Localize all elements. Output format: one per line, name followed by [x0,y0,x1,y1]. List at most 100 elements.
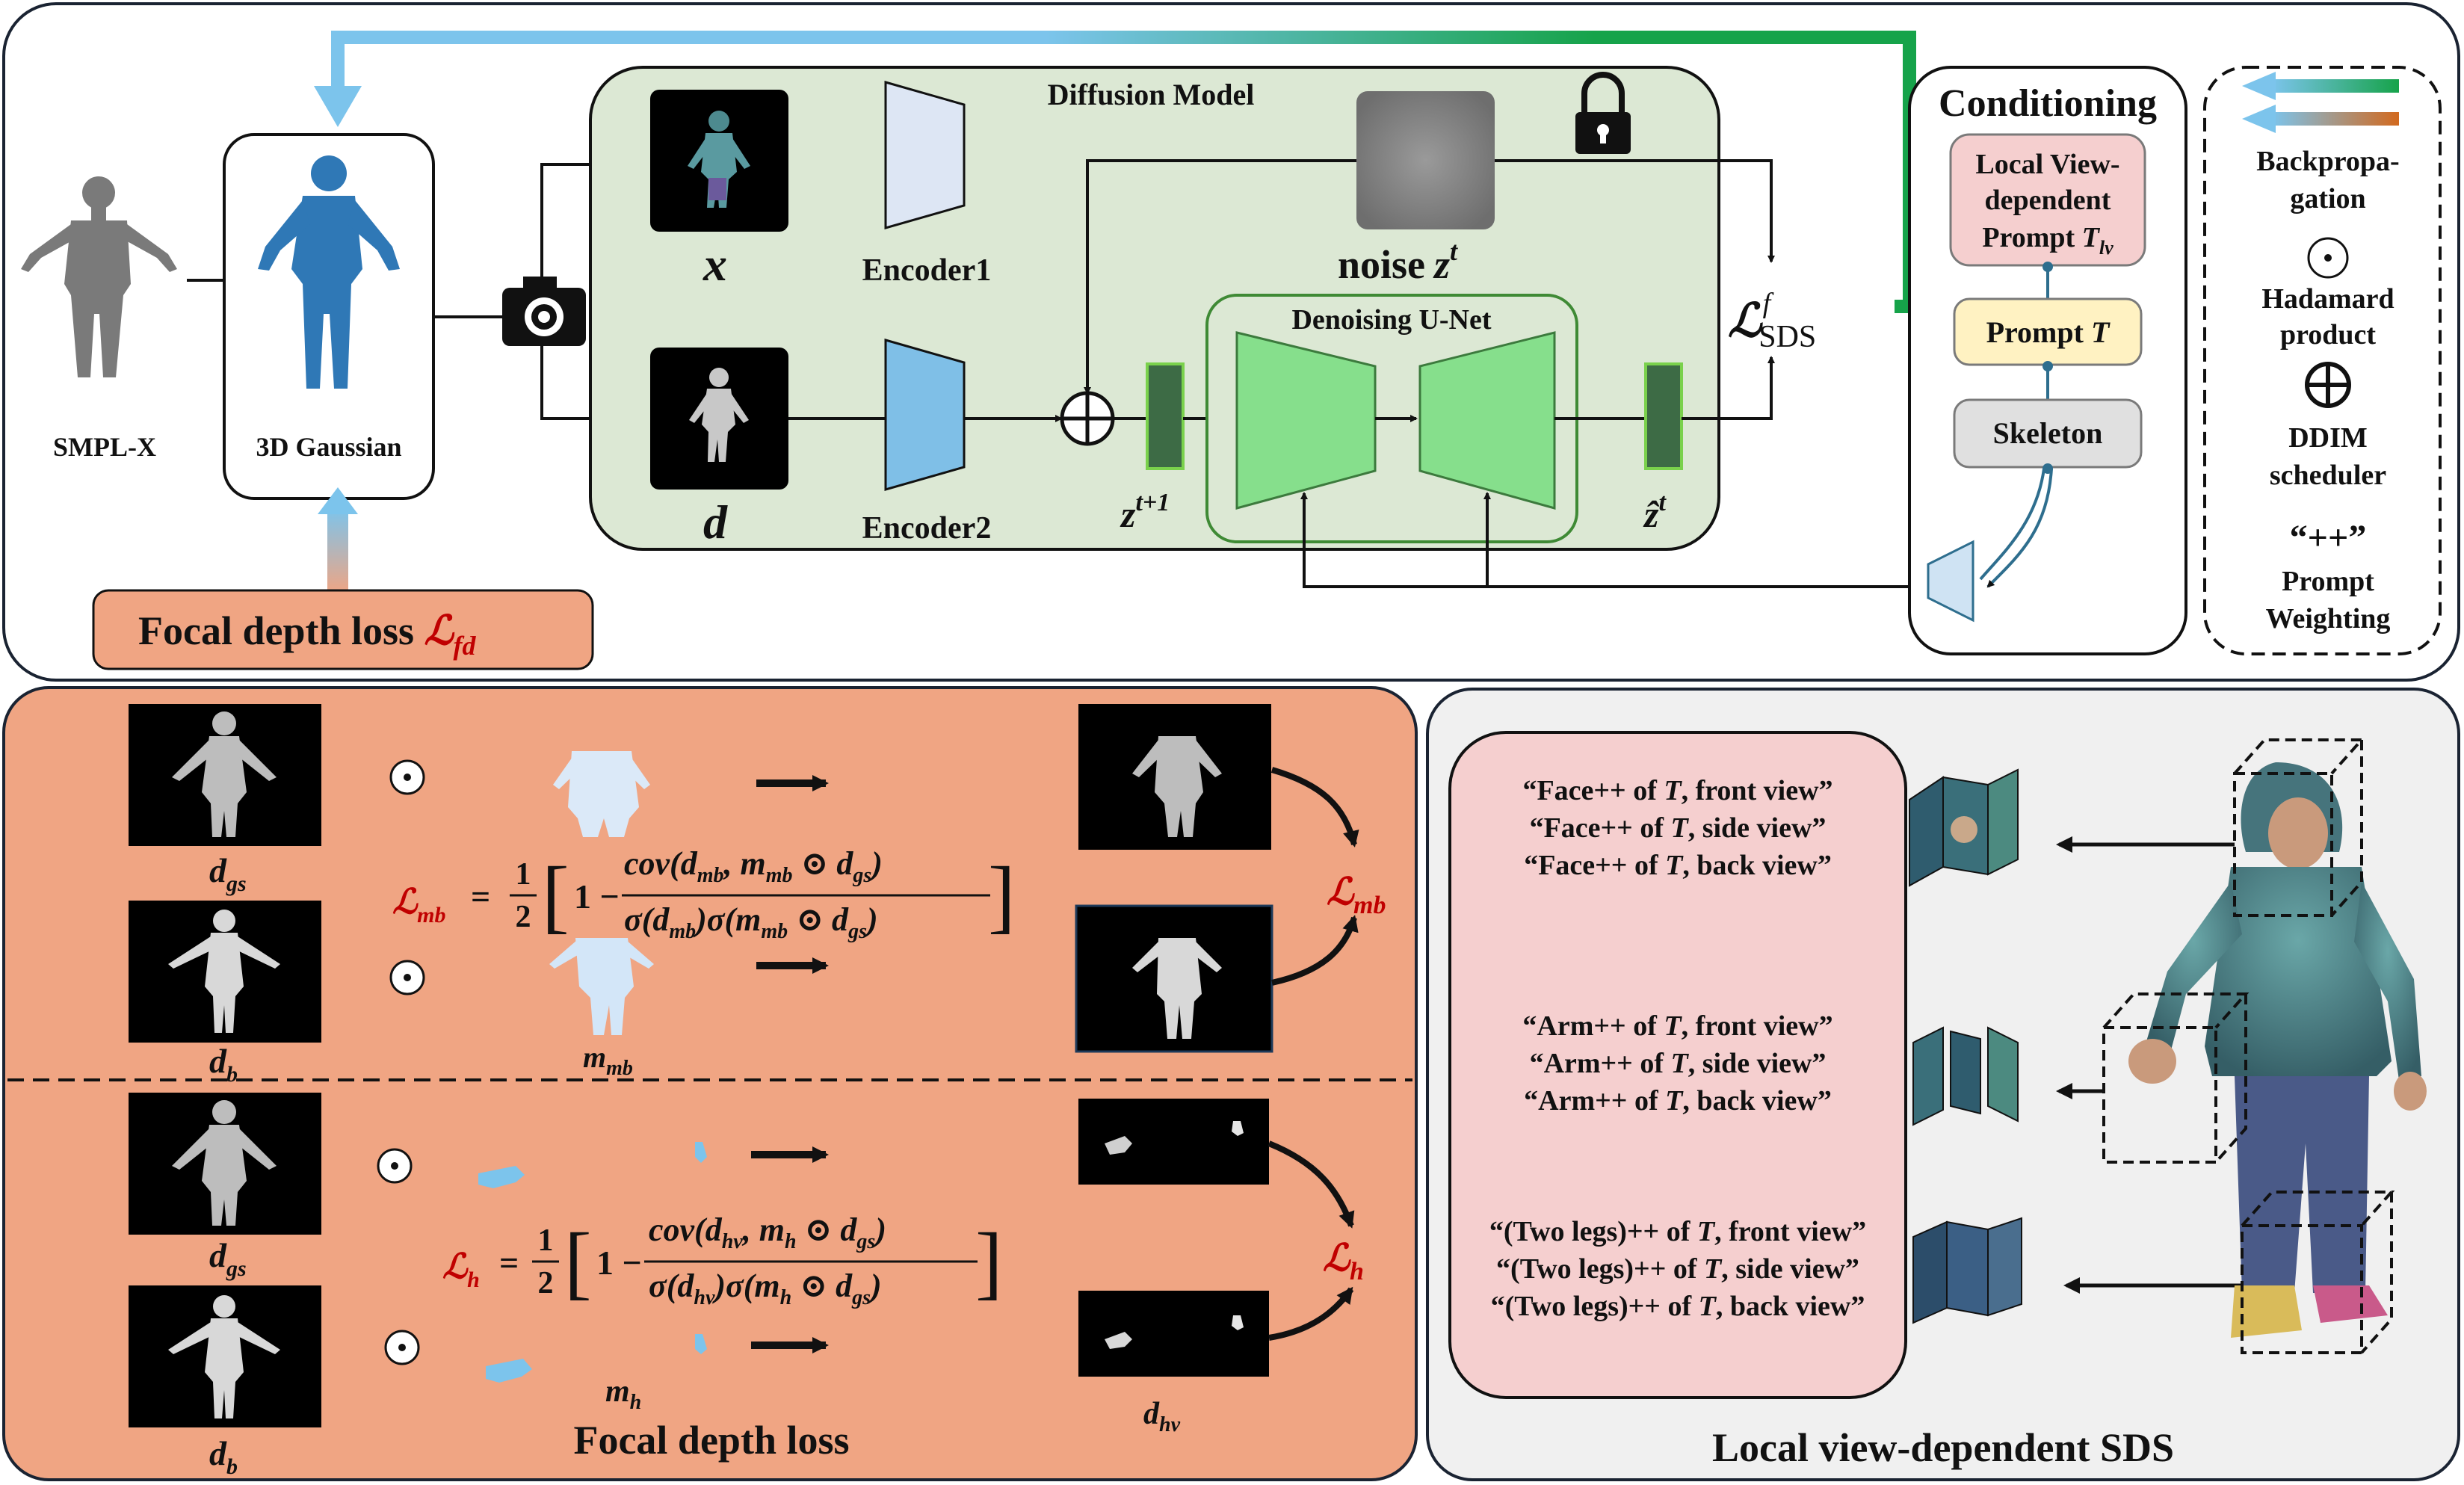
d-label: d [703,495,728,549]
mmb-mask-top [553,751,650,837]
prompt-line-6: “Arm++ of T, back view” [1524,1085,1832,1117]
dgs2-label: dgs [209,1236,247,1281]
legend-pw-line2: Weighting [2266,603,2391,635]
local-prompt-line1: Local View- [1975,149,2119,180]
zhat-bar [1644,362,1683,470]
h-out-top-hand-left [1105,1136,1132,1155]
backprop-arrow-head [314,86,362,127]
skeleton-label: Skeleton [1993,416,2103,450]
equation-mb: ℒmb = 1 2 [ 1 − cov(dmb, mmb ⊙ dgs) σ(dm… [392,845,1016,943]
eq-h-lhs: ℒh [442,1247,480,1292]
mb-out-top-figure [1132,736,1222,837]
leg-views-icon [1912,1217,2022,1324]
legend-backprop-head-2 [2242,105,2276,133]
smplx-label: SMPL-X [53,432,156,462]
kid-avatar [2128,762,2427,1338]
hadamard-icon-3 [377,1148,413,1184]
eq-h-lbracket: [ [564,1216,592,1307]
gaussian-figure [258,155,400,389]
hand-mask-right-top [695,1142,707,1163]
prompt-line-8: “(Two legs)++ of T, side view” [1496,1253,1859,1285]
arm-views-icon [1912,1026,2019,1126]
db-figure [168,910,280,1033]
eq-mb-rbracket: ] [988,850,1016,941]
skeleton-link-a [1979,468,2045,581]
hadamard-icon-4 [384,1330,420,1365]
eq-h-denominator: σ(dhv)σ(mh ⊙ dgs) [649,1268,882,1309]
h-out-bottom-hand-left [1105,1332,1132,1349]
backprop-arrow-line [331,31,1916,313]
legend-backprop-bar-1 [2272,79,2399,93]
hadamard-icon-1 [389,759,425,795]
camera-icon [502,277,586,346]
prompt-list: “Face++ of T, front view”“Face++ of T, s… [1489,775,1866,1322]
leg-cube [2241,1191,2395,1354]
local-prompt-line2: dependent [1985,185,2111,216]
db-label: db [209,1042,238,1087]
mb-curve-bottom [1271,915,1359,986]
mh-label: mh [605,1374,641,1414]
h-out-bottom-hand-right [1232,1315,1244,1330]
arm-cube [2102,992,2250,1164]
eq-h-eq: = [499,1244,519,1282]
legend-hadamard-icon [2307,237,2349,279]
unet-decoder-half [1418,331,1556,510]
gaussian-label: 3D Gaussian [256,432,401,462]
legend-ddim-line1: DDIM [2288,422,2368,454]
eq-mb-lhs: ℒmb [392,883,445,927]
prompt-line-9: “(Two legs)++ of T, back view” [1491,1291,1865,1322]
local-prompt-dot [2042,262,2053,272]
Lmb-label: ℒmb [1327,871,1386,919]
h-out-top [1078,1099,1269,1185]
encoder1-label: Encoder1 [862,253,992,288]
legend-ddim-icon [2305,362,2351,408]
hand-mask-right-bottom [695,1334,707,1354]
legend-backprop-bar-2 [2272,112,2399,126]
Lh-label: ℒh [1323,1237,1364,1285]
eq-mb-half-den: 2 [516,900,531,934]
db2-figure [168,1295,280,1418]
mb-out-bottom-figure [1132,938,1222,1039]
legend-backprop-line1: Backpropa- [2256,146,2399,177]
h-out-bottom [1078,1291,1269,1377]
mb-curve-top [1270,767,1359,848]
local-prompt-line3: Prompt Tlv [1982,222,2113,259]
prompt-line-1: “Face++ of T, front view” [1522,775,1832,806]
focal-panel-title: Focal depth loss [573,1418,849,1463]
cond-to-unet-left-arrow [1300,492,1932,588]
prompt-line-3: “Face++ of T, back view” [1524,850,1832,881]
prompt-line-5: “Arm++ of T, side view” [1530,1048,1827,1079]
lock-icon [1575,72,1631,154]
legend-pw-symbol: “++” [2290,518,2367,558]
eq-mb-eq: = [471,877,490,916]
noise-to-plus-arrow [1084,159,1356,395]
eq-mb-one-minus: 1 − [574,877,620,916]
eq-h-numerator: cov(dhv, mh ⊙ dgs) [649,1211,886,1253]
dhv-label: dhv [1143,1397,1181,1436]
local-sds-title: Local view-dependent SDS [1712,1425,2174,1470]
focal-loss-label: Focal depth loss ℒfd [138,608,476,661]
d-image-figure [689,368,749,462]
hadamard-icon-2 [389,960,425,995]
encoder1-shape [884,81,966,229]
legend-backprop-head-1 [2242,72,2276,100]
legend-backprop-line2: gation [2290,183,2365,214]
encoder2-shape [884,339,966,491]
face-cube [2233,738,2365,917]
mmb-mask-bottom [549,938,654,1035]
x-label: x [703,238,727,291]
dgs-label: dgs [209,851,247,896]
legend-ddim-line2: scheduler [2270,460,2386,491]
eq-h-half-den: 2 [538,1266,554,1300]
eq-h-half-num: 1 [538,1223,554,1258]
equation-h: ℒh = 1 2 [ 1 − cov(dhv, mh ⊙ dgs) σ(dhv)… [442,1211,1003,1309]
db2-label: db [209,1434,238,1479]
diffusion-label: Diffusion Model [1048,78,1255,111]
legend-pw-line1: Prompt [2282,566,2374,597]
h-curve-bottom [1268,1286,1354,1341]
eq-h-rbracket: ] [975,1216,1003,1307]
prompt-line-7: “(Two legs)++ of T, front view” [1489,1216,1866,1247]
